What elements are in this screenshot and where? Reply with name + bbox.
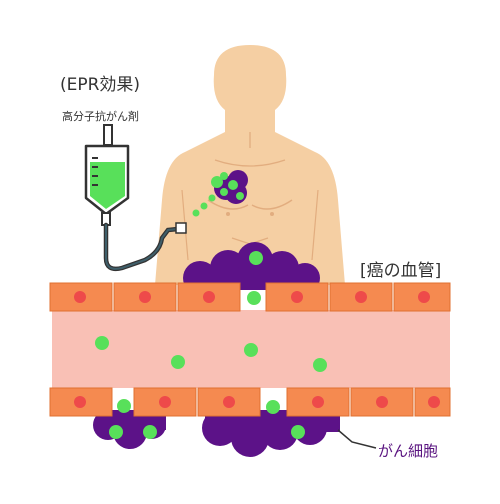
cancer-leader-line (337, 429, 377, 449)
tumor-mass-top (183, 242, 320, 295)
drug-label: 高分子抗がん剤 (62, 110, 139, 123)
endothelial-top (49, 282, 451, 312)
diagram-title: (EPR効果) (60, 75, 141, 95)
particle-trail (192, 194, 216, 217)
vessel-label: [癌の血管] (360, 261, 442, 281)
tumor-cluster-icon (211, 170, 248, 204)
cancer-cell-label: がん細胞 (378, 442, 439, 460)
endothelial-bottom (49, 387, 451, 417)
iv-bag-icon (84, 124, 187, 272)
drug-particles (95, 251, 327, 439)
